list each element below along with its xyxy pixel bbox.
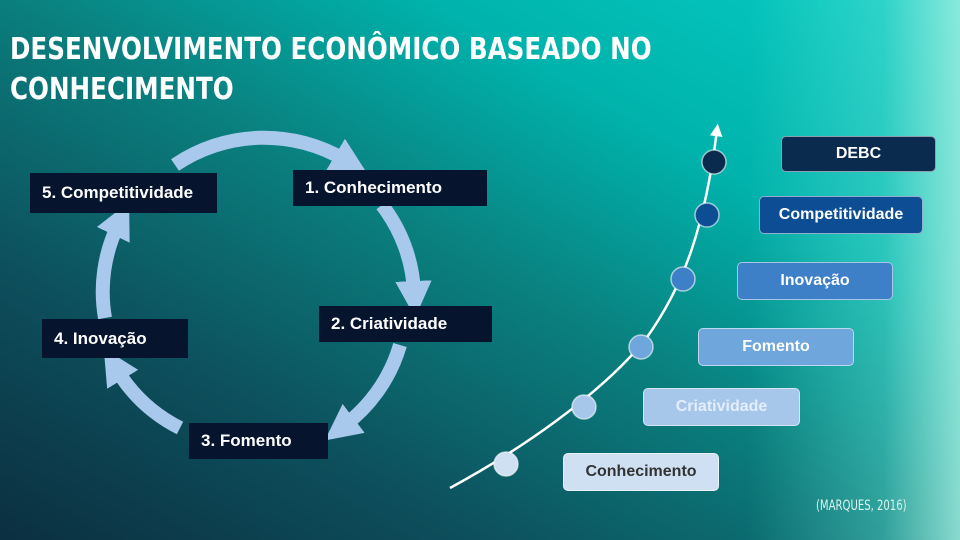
cycle-arrow-2-3: [324, 342, 407, 441]
step-debc: DEBC: [781, 136, 936, 172]
step-inovacao: Inovação: [737, 262, 893, 300]
curve-dot-inovacao: [670, 266, 696, 292]
cycle-label-competitividade: 5. Competitividade: [30, 173, 217, 213]
cycle-arrow-3-4: [103, 348, 184, 435]
curve-dot-fomento: [628, 334, 654, 360]
cycle-label-criatividade: 2. Criatividade: [319, 306, 492, 342]
cycle-label-fomento: 3. Fomento: [189, 423, 328, 459]
curve-dot-debc: [701, 149, 727, 175]
step-criatividade: Criatividade: [643, 388, 800, 426]
cycle-label-conhecimento: 1. Conhecimento: [293, 170, 487, 206]
slide-title: DESENVOLVIMENTO ECONÔMICO BASEADO NO CON…: [10, 32, 652, 107]
cycle-arrow-4-5: [95, 202, 130, 320]
curve-dot-criatividade: [571, 394, 597, 420]
step-conhecimento: Conhecimento: [563, 453, 719, 491]
cycle-arrow-1-2: [376, 200, 432, 318]
citation: (MARQUES, 2016): [816, 498, 907, 514]
cycle-arrow-5-1: [171, 130, 367, 174]
step-fomento: Fomento: [698, 328, 854, 366]
cycle-label-inovacao: 4. Inovação: [42, 319, 188, 358]
curve-dot-competitividade: [694, 202, 720, 228]
curve-dot-conhecimento: [493, 451, 519, 477]
step-competitividade: Competitividade: [759, 196, 923, 234]
